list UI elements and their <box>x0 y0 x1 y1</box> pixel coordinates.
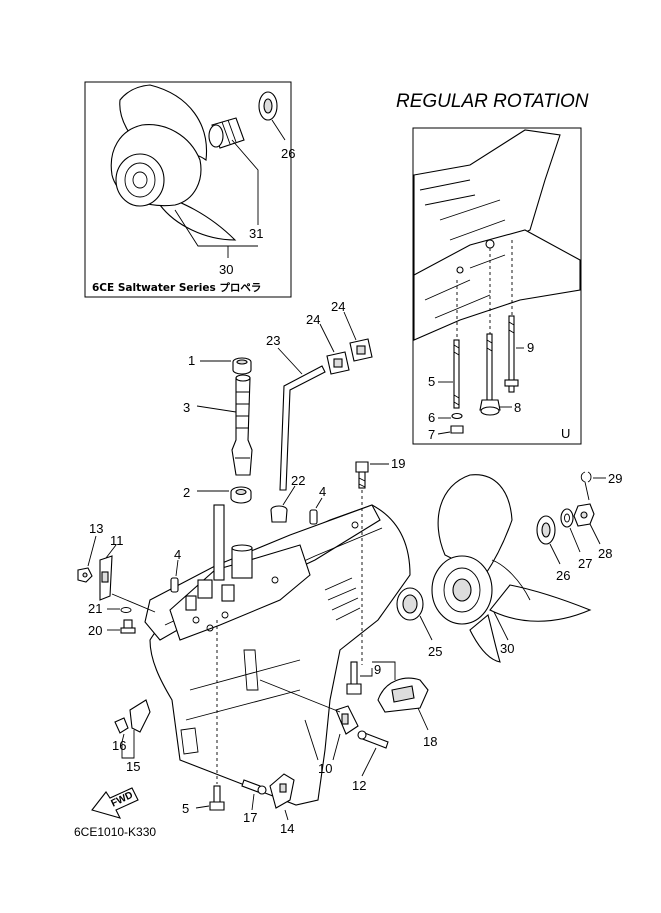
callout-6: 6 <box>428 410 435 425</box>
part-23-pipe <box>279 365 326 491</box>
inset-caption: 6CE Saltwater Series プロペラ <box>92 281 261 294</box>
callout-16: 16 <box>112 738 126 753</box>
part-1-grommet <box>232 357 252 375</box>
callout-18: 18 <box>423 734 437 749</box>
inset-letter: U <box>561 426 570 441</box>
part-26-spacer <box>536 515 556 545</box>
callout-26-main: 26 <box>556 568 570 583</box>
callout-23: 23 <box>266 333 280 348</box>
part-5-bolt <box>209 785 225 811</box>
upper-casing-section <box>413 129 581 341</box>
callout-1: 1 <box>188 353 195 368</box>
part-18-trim-tab <box>377 677 429 713</box>
callout-29: 29 <box>608 471 622 486</box>
part-4-dowel <box>170 509 318 593</box>
inset-frame-right <box>412 127 582 445</box>
part-27-washer <box>560 508 574 528</box>
callout-28: 28 <box>598 546 612 561</box>
callout-2: 2 <box>183 485 190 500</box>
stud-bolt-9 <box>504 315 519 393</box>
callout-27: 27 <box>578 556 592 571</box>
part-11-bracket <box>99 555 113 601</box>
callout-5-inset: 5 <box>428 374 435 389</box>
part-9-bolt <box>346 661 362 695</box>
callout-20: 20 <box>88 623 102 638</box>
part-25-thrust-washer <box>396 587 424 621</box>
callout-22: 22 <box>291 473 305 488</box>
nut-7 <box>450 425 464 434</box>
callout-15: 15 <box>126 759 140 774</box>
stud-bolt-center <box>486 333 493 401</box>
callout-12: 12 <box>352 778 366 793</box>
drawing-code: 6CE1010-K330 <box>74 825 156 839</box>
callout-13: 13 <box>89 521 103 536</box>
callout-3: 3 <box>183 400 190 415</box>
callout-19: 19 <box>391 456 405 471</box>
part-29-cotter-pin <box>580 471 592 501</box>
callout-5-main: 5 <box>182 801 189 816</box>
callout-9-main: 9 <box>374 662 381 677</box>
callout-24-b: 24 <box>331 299 345 314</box>
callout-21: 21 <box>88 601 102 616</box>
part-19-bolt <box>355 461 369 489</box>
callout-17: 17 <box>243 810 257 825</box>
part-10-tab <box>335 705 359 735</box>
callout-9-inset: 9 <box>527 340 534 355</box>
callout-30-main: 30 <box>500 641 514 656</box>
nut-8 <box>479 399 501 416</box>
part-20-plug <box>120 619 136 634</box>
inset-spacer-31 <box>208 117 245 149</box>
part-22-grommet <box>270 505 288 523</box>
part-12-bolt <box>357 730 389 749</box>
callout-14: 14 <box>280 821 294 836</box>
drive-shaft <box>213 504 253 581</box>
callout-4-a: 4 <box>319 484 326 499</box>
part-21-oring <box>120 607 132 613</box>
callout-10: 10 <box>318 761 332 776</box>
part-30-propeller <box>431 474 592 663</box>
part-3-water-tube <box>231 374 253 476</box>
inset-frame <box>84 81 292 298</box>
callout-8: 8 <box>514 400 521 415</box>
diagram-title: REGULAR ROTATION <box>396 91 589 112</box>
inset-propeller <box>110 84 237 241</box>
part-28-nut <box>573 503 595 527</box>
stud-bolt-5 <box>453 339 460 409</box>
part-15-anode <box>129 699 151 733</box>
callout-4-b: 4 <box>174 547 181 562</box>
part-14-cover <box>269 773 295 809</box>
callout-25: 25 <box>428 644 442 659</box>
callout-31: 31 <box>249 226 263 241</box>
callout-11: 11 <box>110 533 124 548</box>
propeller-inset: 26 31 30 6CE Saltwater Series プロペラ <box>84 81 295 298</box>
fwd-arrow-icon: FWD <box>91 787 139 819</box>
callout-30: 30 <box>219 262 233 277</box>
part-24-damper <box>326 338 373 375</box>
callout-7: 7 <box>428 427 435 442</box>
callout-26: 26 <box>281 146 295 161</box>
part-2-seal <box>230 486 252 504</box>
part-13-nut <box>77 567 93 583</box>
washer-6 <box>451 412 463 420</box>
mounting-inset: 9 5 8 6 7 U <box>412 127 582 445</box>
part-17-screw <box>241 779 267 795</box>
callout-24-a: 24 <box>306 312 320 327</box>
inset-washer-26 <box>258 91 278 121</box>
part-16-bolt <box>114 717 129 734</box>
